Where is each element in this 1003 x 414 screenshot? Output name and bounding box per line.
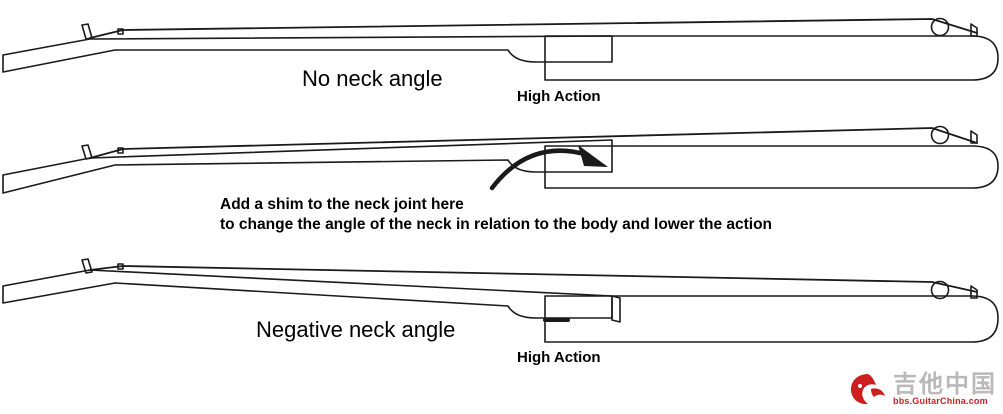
guitar-neck <box>2 269 613 319</box>
bridge-saddle <box>930 280 950 300</box>
guitar-shim-example <box>2 125 999 194</box>
string <box>89 18 978 39</box>
tuner-post <box>81 144 93 160</box>
watermark-main-text: 吉他中国 <box>893 370 997 398</box>
label-high-action-top: High Action <box>517 88 601 105</box>
label-high-action-bottom: High Action <box>517 349 601 366</box>
tailpiece <box>970 285 978 299</box>
bridge-saddle <box>930 17 950 37</box>
guitar-negative-neck-angle <box>2 258 999 343</box>
guitar-body <box>544 295 999 343</box>
guitar-no-neck-angle <box>2 17 999 81</box>
instruction-line-2: to change the angle of the neck in relat… <box>220 216 773 233</box>
arrow-head-icon <box>578 145 608 167</box>
guitar-body <box>544 35 999 81</box>
tailpiece <box>970 130 978 144</box>
caption-no-neck-angle: No neck angle <box>302 66 443 91</box>
string <box>89 265 978 293</box>
tuner-post <box>81 258 93 274</box>
site-watermark: 吉他中国 bbs.GuitarChina.com <box>847 370 997 408</box>
caption-negative-neck-angle: Negative neck angle <box>256 317 456 342</box>
curved-arrow <box>489 148 591 191</box>
watermark-url: bbs.GuitarChina.com <box>893 395 988 406</box>
tuner-post <box>81 23 93 40</box>
guitar-neck <box>2 35 613 73</box>
string <box>89 127 978 159</box>
tailpiece <box>970 23 978 37</box>
guitar-body <box>544 145 999 189</box>
neck-heel-block <box>611 295 621 323</box>
bridge-saddle <box>930 125 950 145</box>
guitar-neck <box>2 139 613 194</box>
guitar-dragon-logo-icon <box>850 374 885 405</box>
instruction-line-1: Add a shim to the neck joint here <box>220 196 464 213</box>
